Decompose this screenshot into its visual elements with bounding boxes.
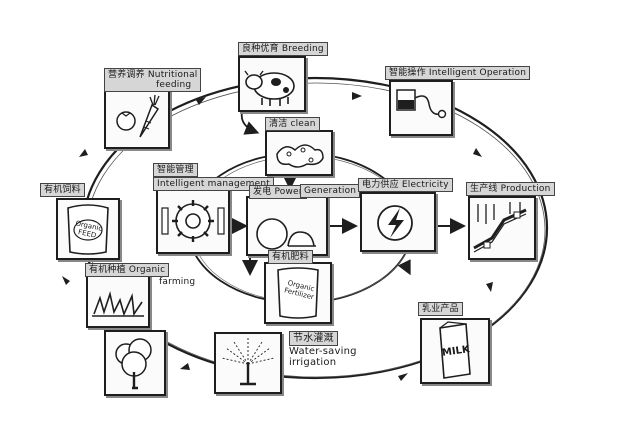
intelligent-management-label-zh: 智能管理 xyxy=(153,163,198,177)
organic-feed-label: 有机饲料 xyxy=(40,183,85,197)
milk-carton-icon xyxy=(439,321,471,379)
electricity-label: 电力供应 Electricity xyxy=(358,178,453,192)
irrigation-label-en1: Water-saving xyxy=(289,346,357,357)
power-generation-label-en: Generation xyxy=(300,184,361,198)
organic-fertilizer-box: Organic Fertilizer xyxy=(264,262,332,324)
power-plant-icon xyxy=(256,218,316,250)
nutrition-label: 营养调养 Nutritional feeding xyxy=(104,68,202,92)
dairy-products-box: MILK xyxy=(420,318,490,384)
production-line-icon xyxy=(473,202,527,253)
feed-bag-icon xyxy=(67,204,109,255)
organic-feed-box: Organic FEED xyxy=(56,198,120,260)
production-label: 生产线 Production xyxy=(466,182,555,196)
organic-fertilizer-label: 有机肥料 xyxy=(268,250,313,264)
sprinkler-icon xyxy=(221,338,275,386)
breeding-box xyxy=(238,56,306,112)
tree-box xyxy=(104,330,166,396)
irrigation-box xyxy=(214,332,282,394)
power-generation-box xyxy=(246,196,328,256)
clean-water-icon xyxy=(276,144,324,168)
irrigation-label-en2: irrigation xyxy=(289,357,337,368)
intelligent-management-box xyxy=(156,188,230,254)
fertilizer-bag-icon xyxy=(277,267,319,319)
clean-box xyxy=(265,130,333,176)
organic-farming-label-en: farming xyxy=(159,277,196,287)
intelligent-management-label: 智能管理 Intelligent management xyxy=(150,162,277,192)
power-generation-label-zh: 发电 Power xyxy=(249,185,307,199)
breeding-label: 良种优育 Breeding xyxy=(238,42,328,56)
dairy-products-label: 乳业产品 xyxy=(418,302,463,316)
intelligent-operation-label: 智能操作 Intelligent Operation xyxy=(385,66,531,80)
vegetables-icon xyxy=(116,94,160,138)
intelligent-management-label-en: Intelligent management xyxy=(153,177,274,191)
electricity-box xyxy=(360,192,436,252)
tree-icon xyxy=(115,338,152,390)
irrigation-label: 节水灌溉 Water-saving irrigation xyxy=(286,330,360,369)
lightning-icon xyxy=(377,205,413,241)
irrigation-label-zh: 节水灌溉 xyxy=(289,331,338,346)
cow-icon xyxy=(244,70,295,106)
production-box xyxy=(468,196,536,260)
organic-farming-label-zh: 有机种植 Organic xyxy=(85,263,170,277)
stethoscope-icon xyxy=(396,89,447,119)
nutrition-label-en: feeding xyxy=(156,80,192,90)
intelligent-operation-box xyxy=(389,80,453,136)
grass-icon xyxy=(92,291,144,317)
organic-farming-label: 有机种植 Organic farming xyxy=(82,262,198,288)
nutrition-label-zh: 营养调养 Nutritional xyxy=(108,70,198,80)
power-generation-label: 发电 Power Generation xyxy=(246,184,361,200)
gear-icon xyxy=(161,200,225,242)
nutrition-box xyxy=(104,85,170,149)
clean-label: 清洁 clean xyxy=(265,117,320,131)
